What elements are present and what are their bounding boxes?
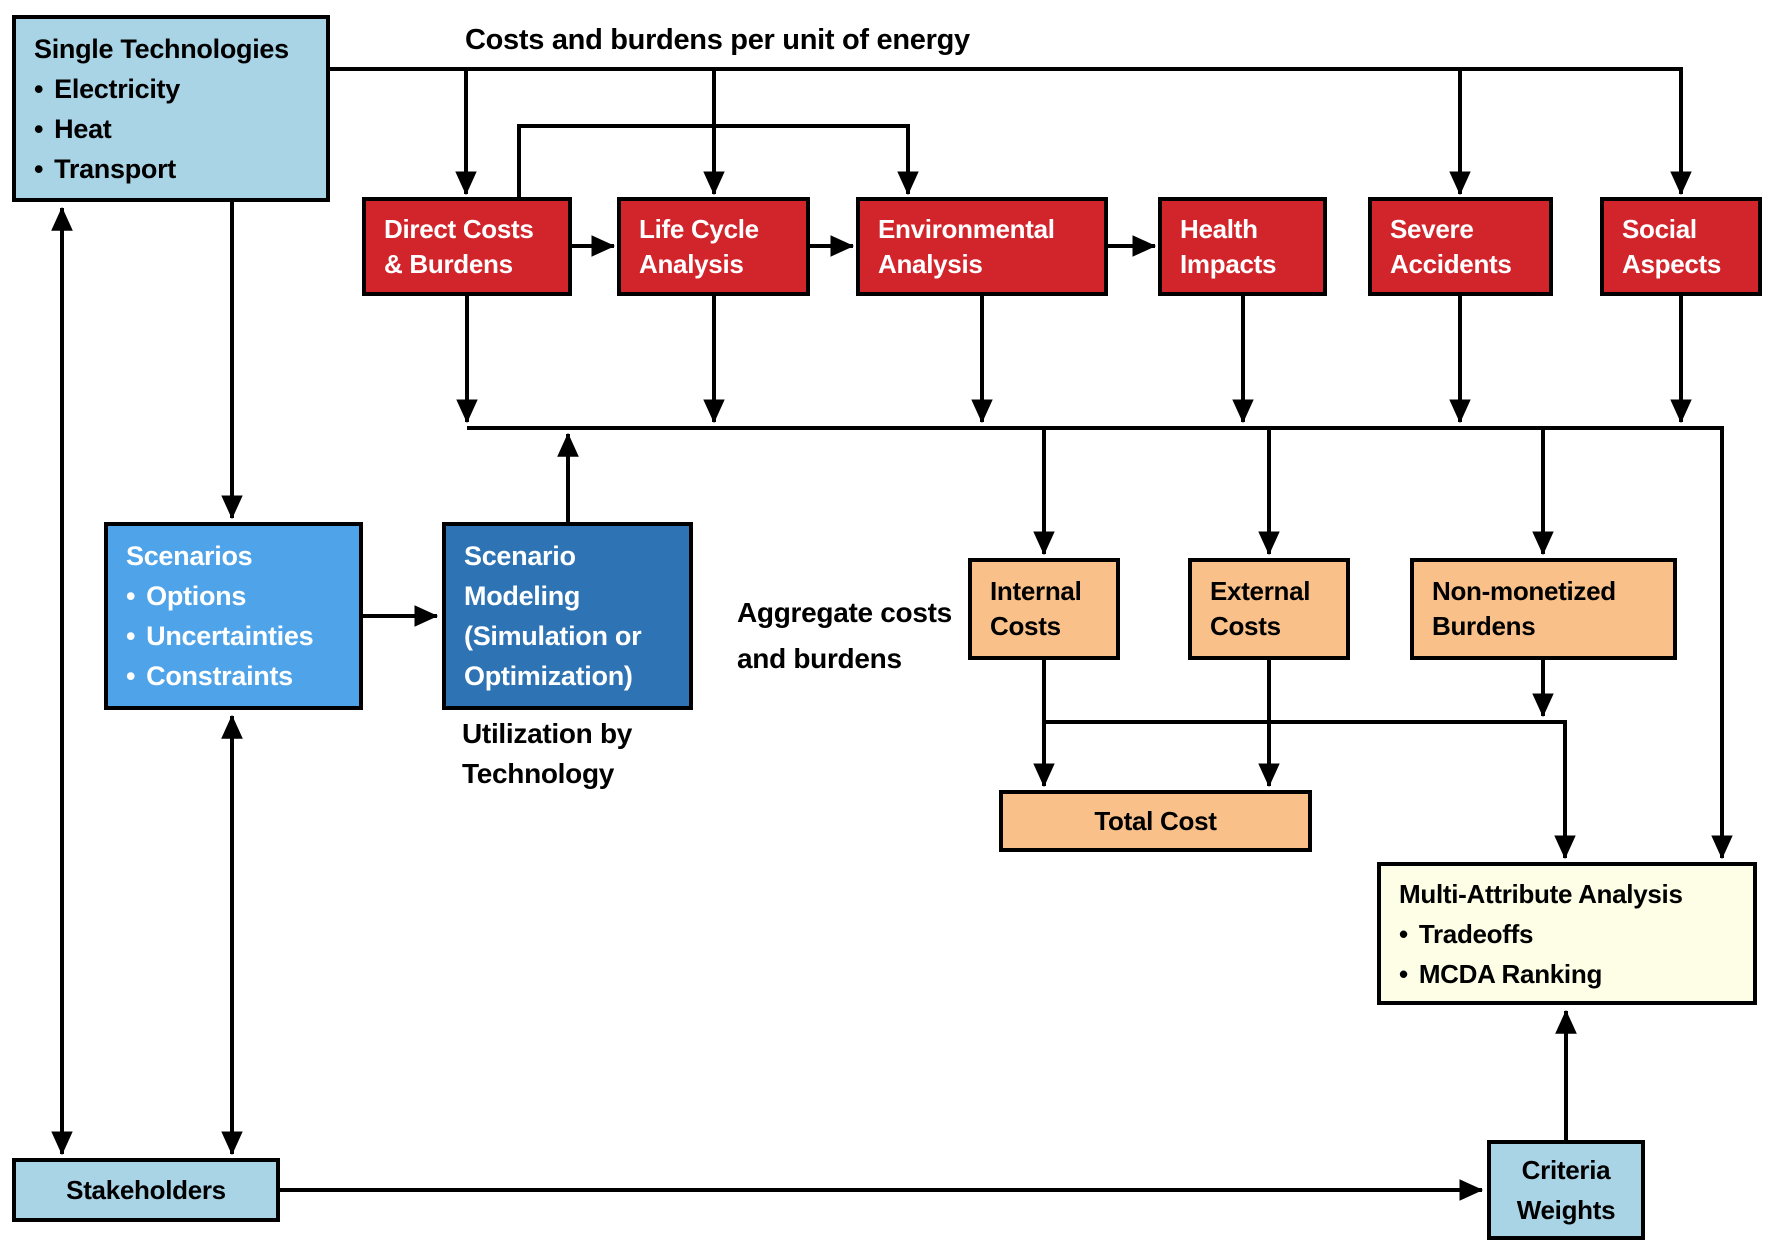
box-stakeholders: Stakeholders xyxy=(12,1158,280,1222)
arrow-costs-junction-to-multi-attribute xyxy=(1044,720,1576,860)
box-line: Costs xyxy=(1210,611,1281,641)
label-text: Costs and burdens per unit of energy xyxy=(465,24,970,56)
bullet-icon: • xyxy=(34,73,44,104)
list-item-label: Constraints xyxy=(146,661,293,691)
box-line: Burdens xyxy=(1432,611,1536,641)
box-line: Costs xyxy=(990,611,1061,641)
list-item: • MCDA Ranking xyxy=(1399,954,1739,994)
box-line: Non-monetized xyxy=(1432,576,1616,606)
arrow-direct-costs-to-environmental xyxy=(517,124,919,197)
box-line: Accidents xyxy=(1390,248,1512,279)
label-line: and burdens xyxy=(737,643,902,674)
box-internal-costs: Internal Costs xyxy=(968,558,1120,660)
box-severe-accidents: Severe Accidents xyxy=(1368,197,1553,296)
box-title: Single Technologies xyxy=(34,33,289,64)
box-title: Scenarios xyxy=(126,541,253,571)
list-item-label: Tradeoffs xyxy=(1418,918,1534,949)
label-line: Aggregate costs xyxy=(737,597,952,628)
box-line: Life Cycle xyxy=(639,213,759,244)
bullet-icon: • xyxy=(126,621,136,651)
box-line: Modeling xyxy=(464,581,581,611)
box-line: (Simulation or xyxy=(464,621,642,651)
box-line: Direct Costs xyxy=(384,213,534,244)
list-item-label: Uncertainties xyxy=(146,621,314,651)
list-item: • Electricity xyxy=(34,69,312,109)
bullet-icon: • xyxy=(34,113,44,144)
arrow-collector-line-to-multi-attribute xyxy=(467,426,1733,860)
box-non-monetized-burdens: Non-monetized Burdens xyxy=(1410,558,1677,660)
bullet-icon: • xyxy=(126,581,136,611)
box-line: Impacts xyxy=(1180,248,1277,279)
box-life-cycle-analysis: Life Cycle Analysis xyxy=(617,197,810,296)
label-utilization-by-technology: Utilization by Technology xyxy=(462,714,632,794)
box-line: Environmental xyxy=(878,213,1055,244)
label-line: Technology xyxy=(462,758,615,789)
list-item-label: Transport xyxy=(54,153,176,184)
list-item: • Constraints xyxy=(126,656,345,696)
box-line: Internal xyxy=(990,576,1082,606)
bullet-icon: • xyxy=(34,153,44,184)
box-line: & Burdens xyxy=(384,248,513,279)
box-line: Scenario xyxy=(464,541,576,571)
bullet-icon: • xyxy=(1399,958,1408,989)
box-title: Multi-Attribute Analysis xyxy=(1399,878,1683,909)
list-item: • Uncertainties xyxy=(126,616,345,656)
label-line: Utilization by xyxy=(462,718,633,749)
box-multi-attribute-analysis: Multi-Attribute Analysis • Tradeoffs • MCD… xyxy=(1377,862,1757,1005)
box-scenario-modeling: Scenario Modeling (Simulation or Optimiz… xyxy=(442,522,693,710)
box-line: Optimization) xyxy=(464,661,633,691)
box-environmental-analysis: Environmental Analysis xyxy=(856,197,1108,296)
box-line: Weights xyxy=(1516,1195,1616,1225)
list-item: • Tradeoffs xyxy=(1399,914,1739,954)
list-item: • Heat xyxy=(34,109,312,149)
box-line: Health xyxy=(1180,213,1258,244)
bullet-icon: • xyxy=(1399,918,1408,949)
list-item-label: Heat xyxy=(54,113,112,144)
box-health-impacts: Health Impacts xyxy=(1158,197,1327,296)
list-item: • Transport xyxy=(34,149,312,189)
box-line: Analysis xyxy=(639,248,744,279)
list-item-label: MCDA Ranking xyxy=(1418,958,1603,989)
box-external-costs: External Costs xyxy=(1188,558,1350,660)
box-total-cost: Total Cost xyxy=(999,790,1312,852)
box-scenarios: Scenarios • Options • Uncertainties • Const… xyxy=(104,522,363,710)
label-aggregate-costs-and-burdens: Aggregate costs and burdens xyxy=(737,590,952,682)
box-label: Stakeholders xyxy=(66,1174,226,1205)
box-criteria-weights: Criteria Weights xyxy=(1487,1140,1645,1240)
list-item-label: Options xyxy=(146,581,247,611)
box-line: External xyxy=(1210,576,1311,606)
bullet-icon: • xyxy=(126,661,136,691)
box-direct-costs-burdens: Direct Costs & Burdens xyxy=(362,197,572,296)
box-single-technologies: Single Technologies • Electricity • Heat •… xyxy=(12,15,330,202)
arrow-main-costs-line-to-social xyxy=(330,67,1692,196)
list-item: • Options xyxy=(126,576,345,616)
box-line: Social xyxy=(1622,213,1697,244)
box-line: Aspects xyxy=(1622,248,1722,279)
list-item-label: Electricity xyxy=(54,73,180,104)
box-line: Severe xyxy=(1390,213,1474,244)
box-line: Analysis xyxy=(878,248,983,279)
box-social-aspects: Social Aspects xyxy=(1600,197,1762,296)
box-line: Criteria xyxy=(1521,1155,1611,1185)
label-costs-per-unit-of-energy: Costs and burdens per unit of energy xyxy=(465,20,970,60)
box-label: Total Cost xyxy=(1094,805,1217,836)
